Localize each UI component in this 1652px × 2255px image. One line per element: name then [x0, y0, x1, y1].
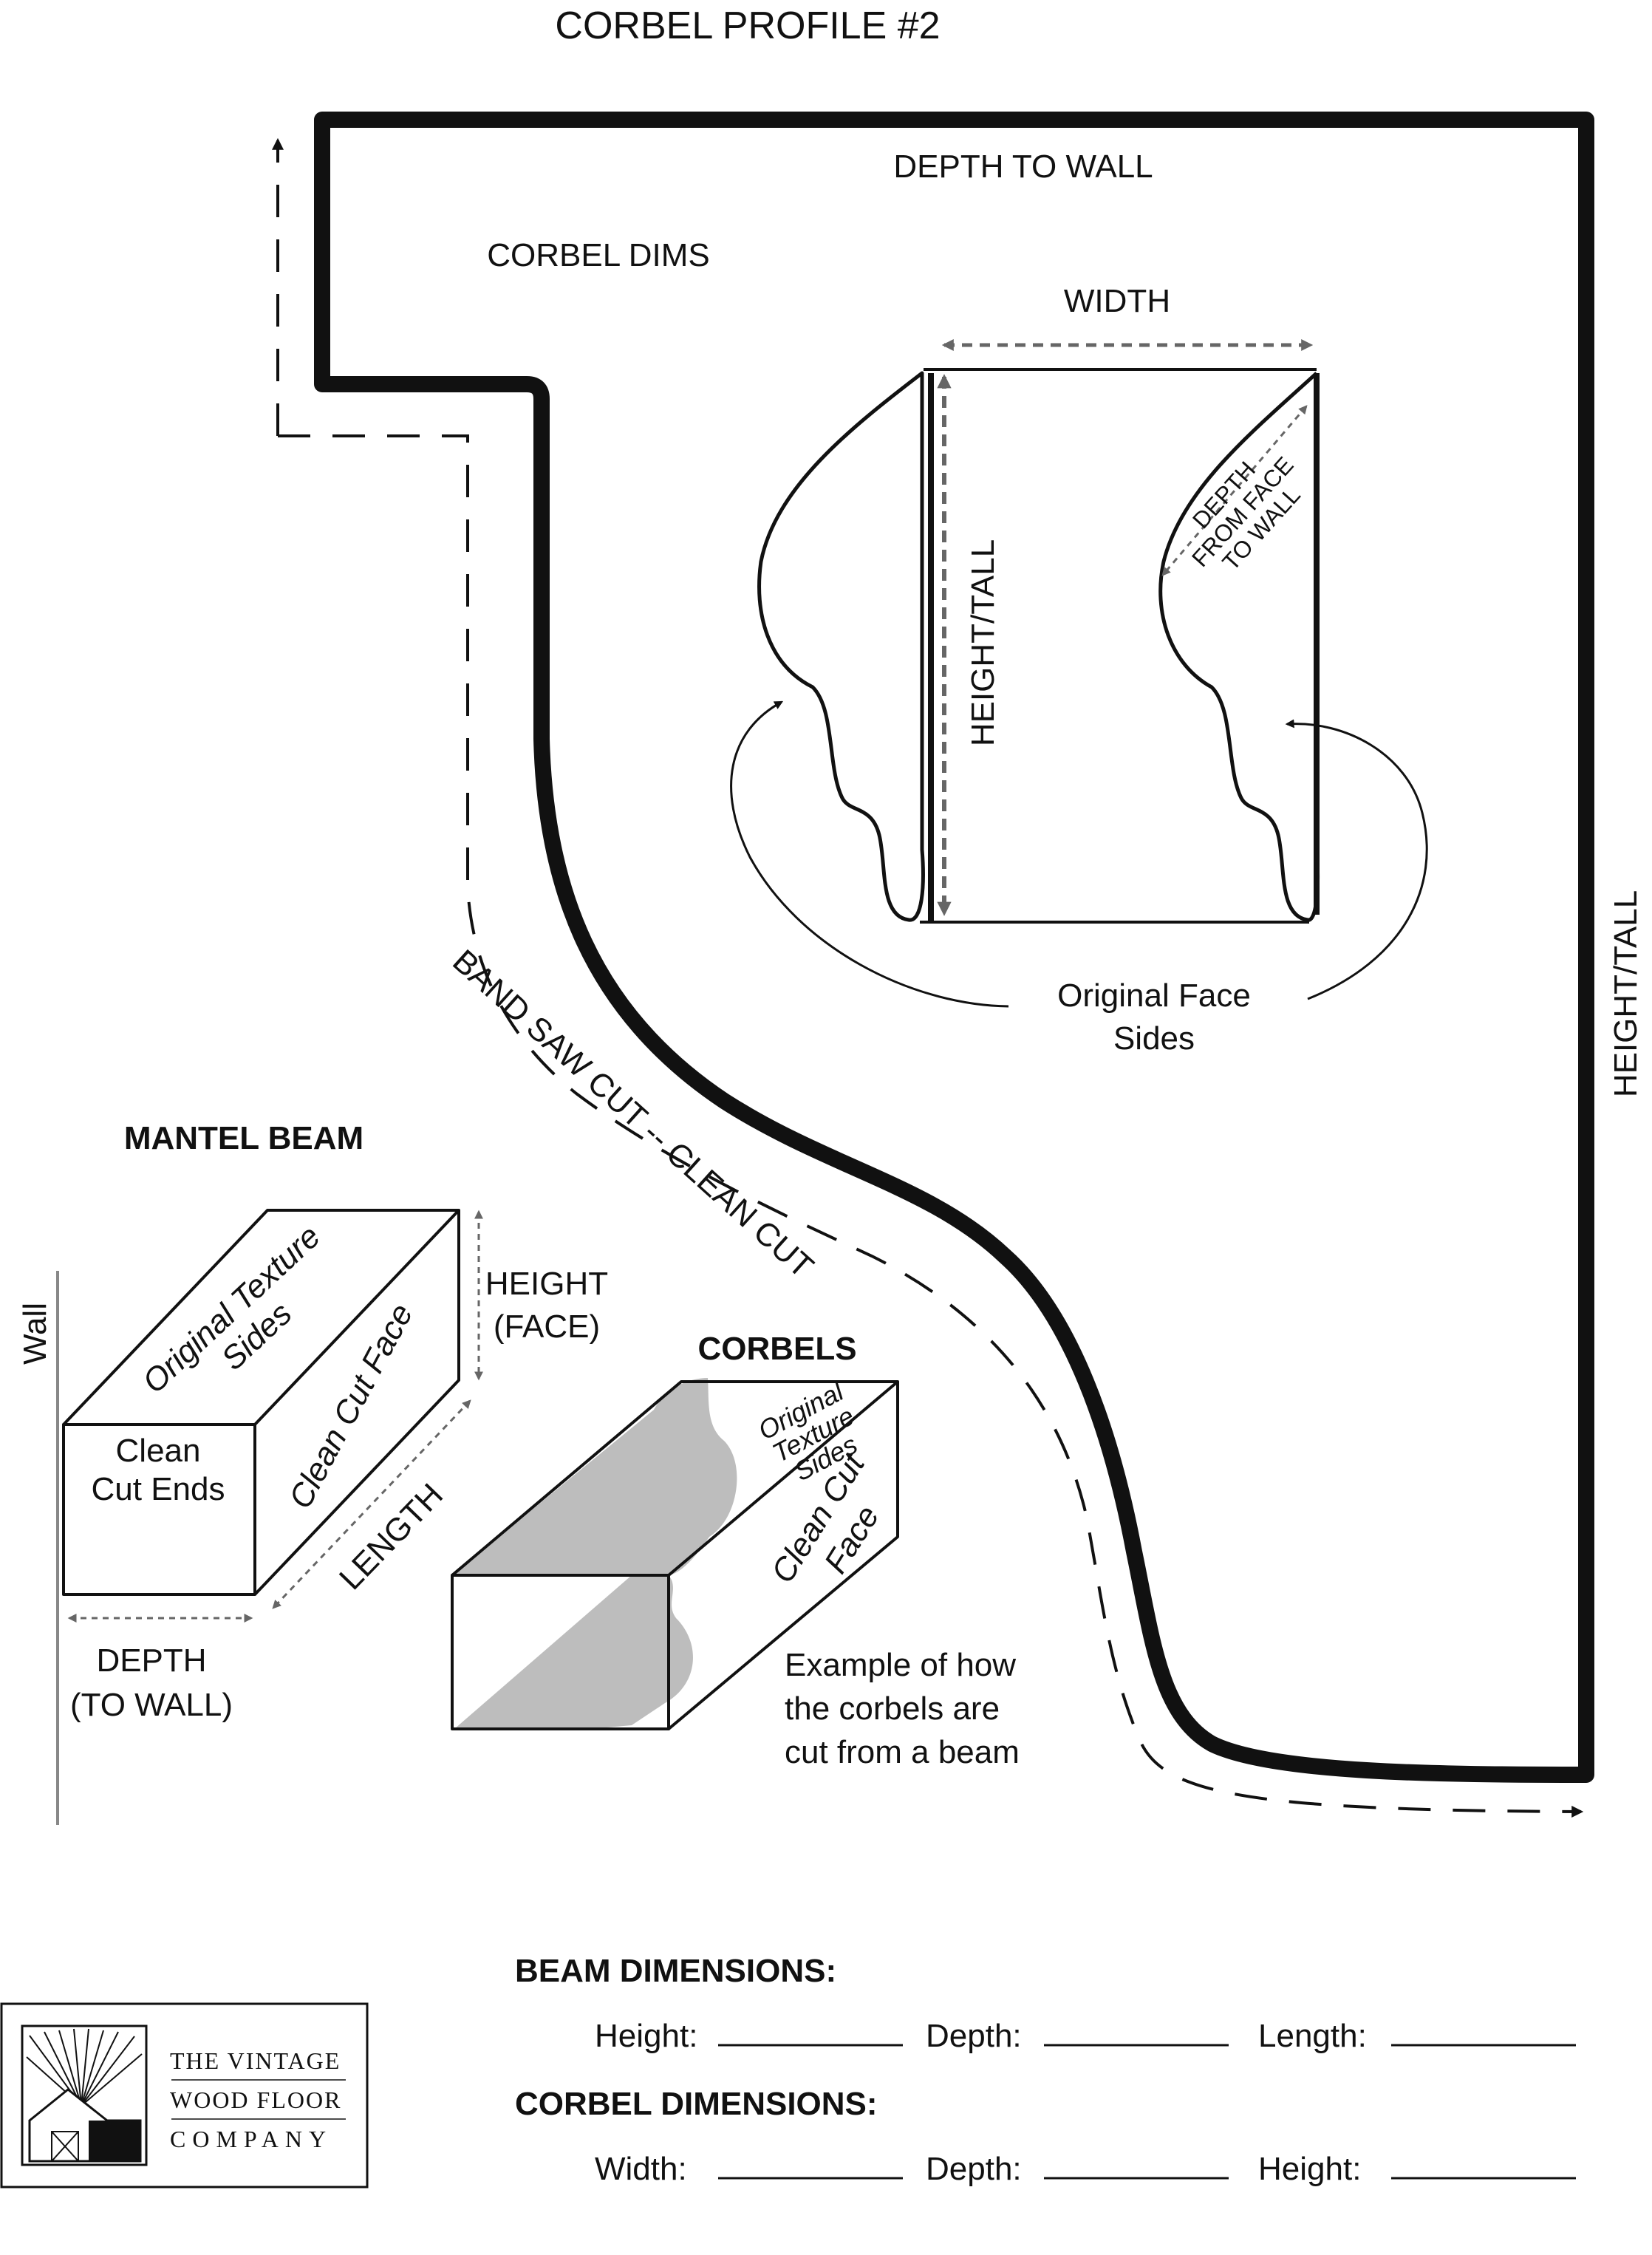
width-label: WIDTH: [1064, 283, 1170, 319]
corbel-depth-field-label: Depth:: [926, 2151, 1022, 2187]
beam-height-label-line2: (FACE): [494, 1309, 600, 1345]
corbel-height-field-label: Height:: [1258, 2151, 1361, 2187]
original-face-left-arrow: [730, 700, 1009, 1008]
corbels-example-line2: the corbels are: [785, 1691, 1000, 1727]
band-saw-cut-guide: [278, 434, 1584, 1818]
original-face-right-arrow: [1285, 719, 1428, 1000]
profile-height-label: HEIGHT/TALL: [1608, 890, 1644, 1097]
corbels-example-line3: cut from a beam: [785, 1734, 1020, 1770]
corbel-width-field-label: Width:: [595, 2151, 687, 2187]
original-face-label-line2: Sides: [1113, 1020, 1195, 1057]
beam-side-face-label: Clean Cut Face: [282, 1298, 420, 1515]
corbels-side-label-group: Clean Cut Face: [765, 1447, 887, 1589]
corbel-profile-outline: [314, 112, 1594, 1783]
logo-line1: THE VINTAGE: [170, 2047, 341, 2074]
depth-from-face-label-group: DEPTH FROM FACE TO WALL: [1187, 451, 1305, 576]
beam-depth-label-line2: (TO WALL): [70, 1687, 233, 1723]
logo-line3: COMPANY: [170, 2126, 332, 2152]
corbel-front-diagram: [757, 368, 1320, 924]
mantel-beam-title: MANTEL BEAM: [124, 1120, 363, 1156]
page-title: CORBEL PROFILE #2: [555, 4, 940, 47]
corbel-height-label: HEIGHT/TALL: [965, 539, 1001, 746]
corbel-dimensions-heading: CORBEL DIMENSIONS:: [515, 2086, 878, 2122]
logo-line2: WOOD FLOOR: [170, 2087, 341, 2113]
beam-top-label-line1: Original Texture: [136, 1218, 327, 1401]
corbels-example-line1: Example of how: [785, 1647, 1016, 1683]
corbels-block: [451, 1378, 899, 1730]
beam-depth-field-label: Depth:: [926, 2018, 1022, 2054]
beam-top-label-group: Original Texture Sides: [136, 1218, 327, 1401]
beam-dimensions-heading: BEAM DIMENSIONS:: [515, 1953, 836, 1989]
depth-from-face-dimension-arrow: [1161, 405, 1308, 576]
beam-depth-label-line1: DEPTH: [96, 1642, 206, 1679]
beam-length-field-label: Length:: [1258, 2018, 1367, 2054]
corbels-top-label-group: Original Texture Sides: [753, 1376, 862, 1487]
corbels-title: CORBELS: [697, 1331, 856, 1367]
barn-sunburst-icon: [26, 2028, 143, 2106]
dimensions-form: BEAM DIMENSIONS: Height: Depth: Length: …: [515, 1953, 1576, 2187]
original-face-label-line1: Original Face: [1057, 978, 1251, 1014]
corbel-dims-title: CORBEL DIMS: [487, 237, 710, 273]
depth-to-wall-label: DEPTH TO WALL: [893, 149, 1153, 185]
beam-front-label-line2: Cut Ends: [92, 1471, 225, 1507]
beam-front-label-line1: Clean: [116, 1433, 201, 1469]
band-saw-cut-label: BAND SAW CUT -- CLEAN CUT: [446, 943, 820, 1285]
beam-height-field-label: Height:: [595, 2018, 697, 2054]
beam-length-dimension-arrow: [272, 1399, 471, 1609]
beam-height-label-line1: HEIGHT: [485, 1266, 608, 1302]
wall-label: Wall: [17, 1303, 53, 1365]
company-logo: THE VINTAGE WOOD FLOOR COMPANY: [0, 2002, 369, 2189]
